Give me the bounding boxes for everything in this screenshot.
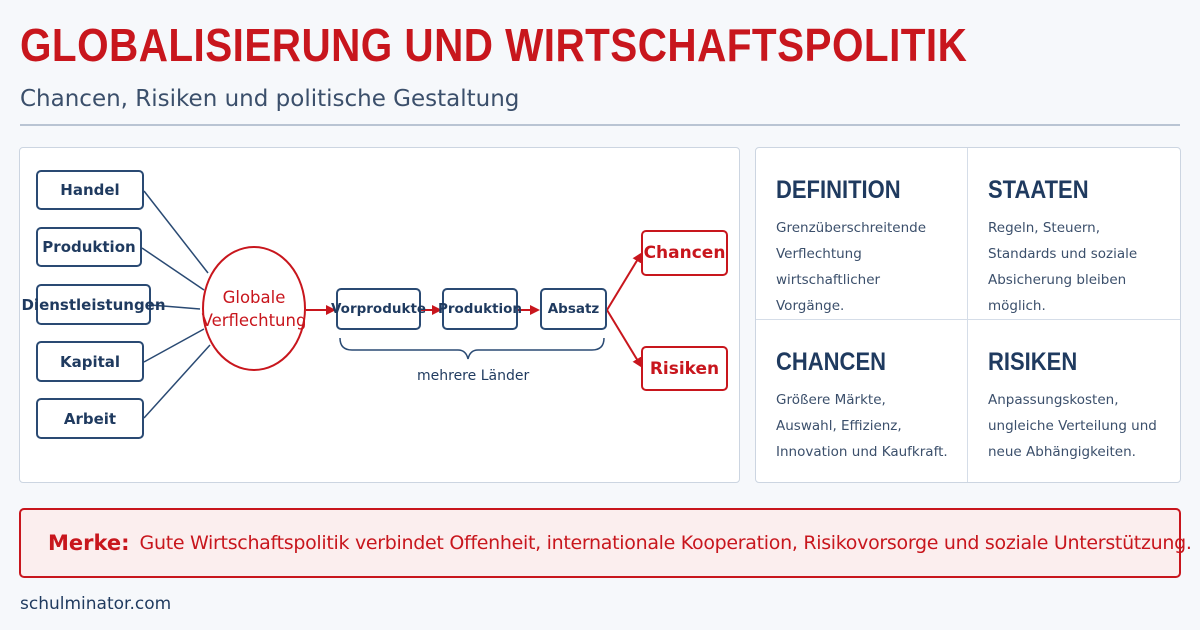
connector-dienstleistungen (150, 304, 201, 310)
info-chancen: CHANCEN Größere Märkte, Auswahl, Effizie… (756, 320, 968, 482)
arrow-to-risiken (606, 309, 643, 368)
info-risiken-text: Anpassungskosten, ungleiche Verteilung u… (988, 392, 1157, 460)
page-title: GLOBALISIERUNG UND WIRTSCHAFTSPOLITIK (20, 19, 968, 71)
input-kapital: Kapital (36, 341, 144, 382)
connector-arbeit (143, 344, 211, 419)
page-subtitle: Chancen, Risiken und politische Gestaltu… (20, 86, 520, 112)
input-handel: Handel (36, 170, 144, 210)
title-divider (20, 124, 1180, 126)
info-chancen-text: Größere Märkte, Auswahl, Effizienz, Inno… (776, 392, 948, 460)
chain-produktion: Produktion (438, 288, 522, 330)
info-risiken: RISIKEN Anpassungskosten, ungleiche Vert… (968, 320, 1180, 482)
info-staaten: STAATEN Regeln, Steuern, Standards und s… (968, 148, 1180, 320)
info-staaten-title: STAATEN (988, 176, 1089, 204)
merke-callout: Merke: Gute Wirtschaftspolitik verbindet… (19, 508, 1192, 578)
merke-text: Gute Wirtschaftspolitik verbindet Offenh… (139, 532, 1192, 554)
chain-brace-label: mehrere Länder (417, 368, 530, 384)
outcome-chancen: Chancen (641, 230, 728, 276)
connector-produktion (141, 247, 205, 291)
connector-handel (143, 190, 209, 274)
info-definition-text: Grenzüberschreitende Verflechtung wirtsc… (776, 220, 926, 314)
info-definition: DEFINITION Grenzüberschreitende Verflech… (756, 148, 968, 320)
merke-label: Merke: (48, 531, 130, 555)
info-chancen-title: CHANCEN (776, 348, 886, 376)
info-panel: DEFINITION Grenzüberschreitende Verflech… (755, 147, 1181, 483)
info-risiken-title: RISIKEN (988, 348, 1078, 376)
footer-site: schulminator.com (20, 594, 172, 614)
arrow-to-chancen (606, 252, 643, 311)
chain-brace (339, 337, 605, 360)
input-produktion: Produktion (36, 227, 142, 267)
input-dienstleistungen: Dienstleistungen (21, 284, 166, 325)
center-node-line2: Verflechtung (201, 310, 307, 330)
connector-kapital (143, 328, 205, 363)
outcome-risiken: Risiken (641, 346, 728, 391)
info-definition-title: DEFINITION (776, 176, 901, 204)
chain-vorprodukte: Vorprodukte (331, 288, 426, 330)
center-node-globale-verflechtung: Globale Verflechtung (202, 246, 306, 371)
chain-absatz: Absatz (540, 288, 607, 330)
center-node-line1: Globale (222, 287, 286, 307)
diagram-panel: Handel Produktion Dienstleistungen Kapit… (19, 147, 740, 483)
info-staaten-text: Regeln, Steuern, Standards und soziale A… (988, 220, 1138, 314)
input-arbeit: Arbeit (36, 398, 144, 439)
diagram-connectors (141, 190, 643, 419)
